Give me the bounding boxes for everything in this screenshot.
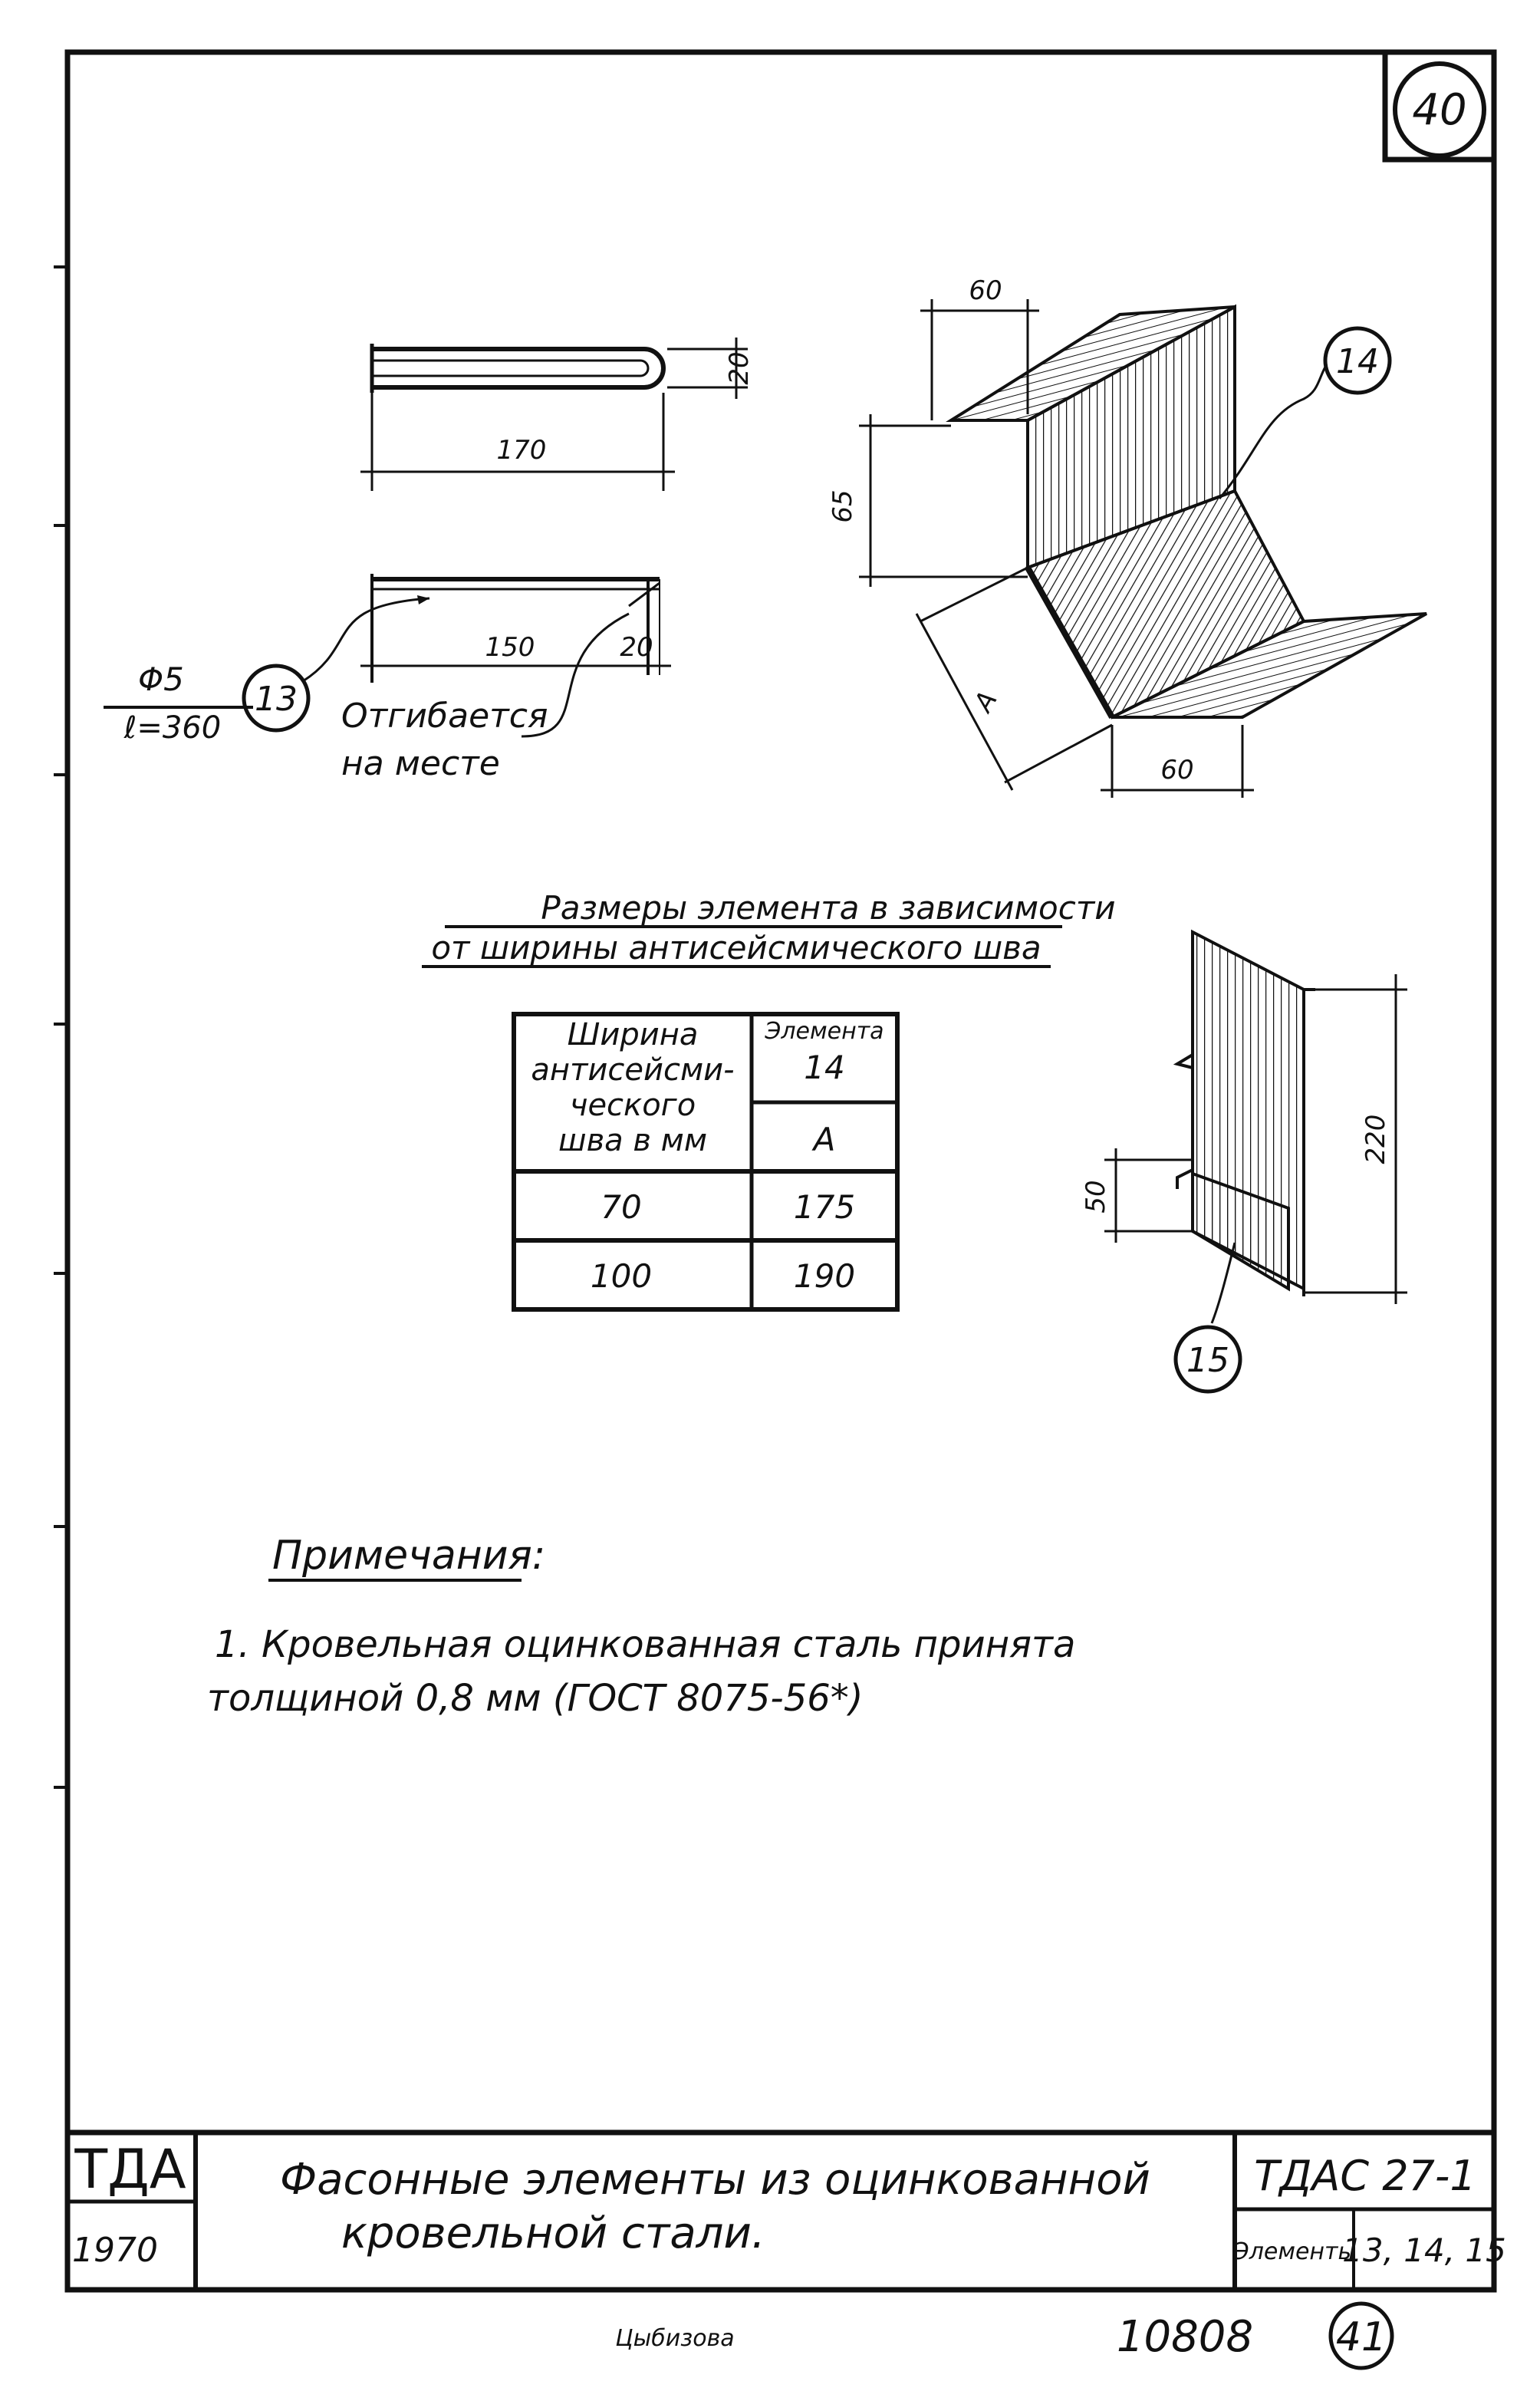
p15-dim-total: 220 xyxy=(1361,1115,1391,1164)
notes-line2: толщиной 0,8 мм (ГОСТ 8075-56*) xyxy=(207,1677,864,1720)
table-header-left-4: шва в мм xyxy=(558,1123,707,1158)
drawing-title-line2: кровельной стали. xyxy=(341,2208,765,2258)
elements-label: Элементы xyxy=(1232,2238,1356,2265)
p14-dim-a: A xyxy=(967,686,1003,718)
p13-top-length: 170 xyxy=(497,435,547,466)
p13-note: Отгибается xyxy=(341,697,548,736)
dimension-table-title: Размеры элемента в зависимости от ширины… xyxy=(422,889,1116,968)
title-block: ТДА 1970 Фасонные элементы из оцинкованн… xyxy=(67,2129,1506,2290)
table-header-right-number: 14 xyxy=(804,1049,844,1086)
notes-line1: 1. Кровельная оцинкованная сталь принята xyxy=(215,1623,1075,1666)
footer-number-circle xyxy=(1328,2301,1394,2370)
p13-diameter: Φ5 xyxy=(138,660,184,698)
callout-14 xyxy=(1323,326,1392,395)
p14-dim-height: 65 xyxy=(828,489,858,522)
p13-note2: на месте xyxy=(341,744,500,783)
table-row-2-width: 100 xyxy=(591,1257,652,1295)
archive-number: 10808 xyxy=(1117,2312,1253,2362)
footer-number: 41 xyxy=(1336,2314,1387,2360)
table-title-line2: от ширины антисейсмического шва xyxy=(431,929,1041,967)
drawing-title-line1: Фасонные элементы из оцинкованной xyxy=(280,2155,1150,2205)
table-row-1-a: 175 xyxy=(794,1188,855,1226)
elements-values: 13, 14, 15 xyxy=(1342,2231,1506,2269)
p15-dim-small: 50 xyxy=(1081,1180,1111,1213)
p14-dim-top: 60 xyxy=(969,275,1002,306)
sheet-number: 40 xyxy=(1412,85,1466,135)
part-13-drawing: 20 170 150 20 Φ5 ℓ=360 13 Отгибается на … xyxy=(104,338,755,783)
sheet-number-box: 40 xyxy=(1382,49,1497,163)
table-row-1-width: 70 xyxy=(601,1188,641,1226)
p13-bottom-height: 20 xyxy=(620,632,653,663)
notes-block: Примечания: 1. Кровельная оцинкованная с… xyxy=(207,1533,1075,1720)
year: 1970 xyxy=(72,2231,158,2270)
callout-13-label: 13 xyxy=(255,680,298,719)
part-15-drawing: 220 50 15 xyxy=(1081,929,1407,1394)
p14-dim-bottom: 60 xyxy=(1160,755,1193,786)
callout-15-label: 15 xyxy=(1186,1341,1229,1380)
sheet-frame xyxy=(64,49,1497,2293)
signature: Цыбизова xyxy=(615,2325,734,2352)
part-14-drawing: 60 65 A 60 14 xyxy=(828,275,1427,798)
p13-top-height: 20 xyxy=(724,351,755,384)
table-header-a: A xyxy=(811,1121,836,1158)
dimension-table: Ширина антисейсми- ческого шва в мм Элем… xyxy=(512,1012,900,1312)
table-header-left-1: Ширина xyxy=(568,1017,699,1052)
series-code: ТДАС 27-1 xyxy=(1254,2152,1476,2200)
table-header-right-label: Элемента xyxy=(764,1018,884,1045)
table-title-line1: Размеры элемента в зависимости xyxy=(541,889,1115,927)
p13-bottom-length: 150 xyxy=(485,632,535,663)
notes-heading: Примечания: xyxy=(272,1533,545,1579)
table-row-2-a: 190 xyxy=(794,1257,855,1295)
footer: Цыбизова 10808 41 xyxy=(615,2301,1394,2370)
binding-ticks xyxy=(54,265,67,1789)
table-header-left-3: ческого xyxy=(570,1088,696,1123)
callout-13 xyxy=(242,664,311,733)
callout-15 xyxy=(1173,1325,1242,1394)
table-header-left-2: антисейсми- xyxy=(531,1052,734,1088)
callout-14-label: 14 xyxy=(1336,342,1379,381)
org-code: ТДА xyxy=(74,2138,186,2201)
p13-rod-length: ℓ=360 xyxy=(123,710,221,746)
